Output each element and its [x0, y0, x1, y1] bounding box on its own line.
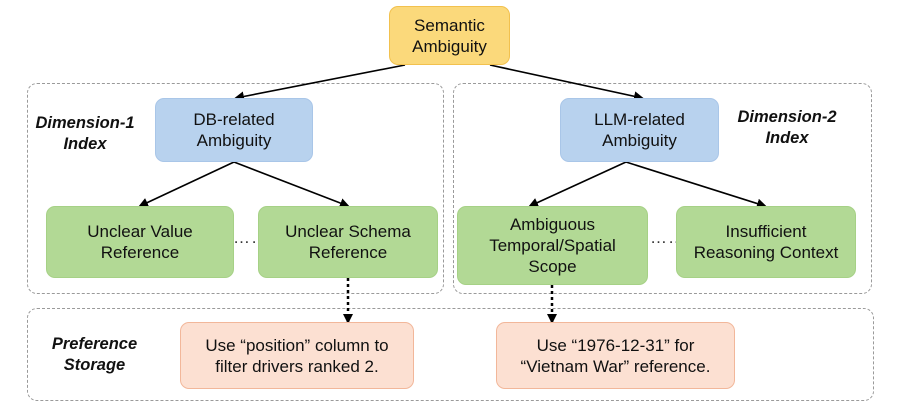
- ambiguous-temporal-spatial-scope-node: Ambiguous Temporal/Spatial Scope: [457, 206, 648, 285]
- arrow-llm-to-temporal: [528, 161, 627, 208]
- db-related-ambiguity-node: DB-related Ambiguity: [155, 98, 313, 162]
- unclear-value-reference-node: Unclear Value Reference: [46, 206, 234, 278]
- preference-item-position-column: Use “position” column to filter drivers …: [180, 322, 414, 389]
- semantic-ambiguity-node: Semantic Ambiguity: [389, 6, 510, 65]
- preference-item-vietnam-war: Use “1976-12-31” for “Vietnam War” refer…: [496, 322, 735, 389]
- dimension-2-panel: [453, 83, 872, 294]
- arrow-root-to-db: [234, 64, 406, 102]
- preference-storage-label: Preference Storage: [51, 335, 138, 374]
- dimension-2-index-label: Dimension-2 Index: [737, 108, 837, 147]
- insufficient-reasoning-context-node: Insufficient Reasoning Context: [676, 206, 856, 278]
- unclear-schema-reference-node: Unclear Schema Reference: [258, 206, 438, 278]
- dimension-1-index-label: Dimension-1 Index: [35, 114, 135, 153]
- arrow-llm-to-context: [625, 161, 767, 209]
- arrow-db-to-schema: [233, 161, 350, 208]
- preference-storage-panel: [27, 308, 874, 401]
- arrow-root-to-llm: [489, 64, 644, 102]
- llm-related-ambiguity-node: LLM-related Ambiguity: [560, 98, 719, 162]
- arrow-db-to-value: [138, 161, 235, 208]
- dimension-1-panel: [27, 83, 444, 294]
